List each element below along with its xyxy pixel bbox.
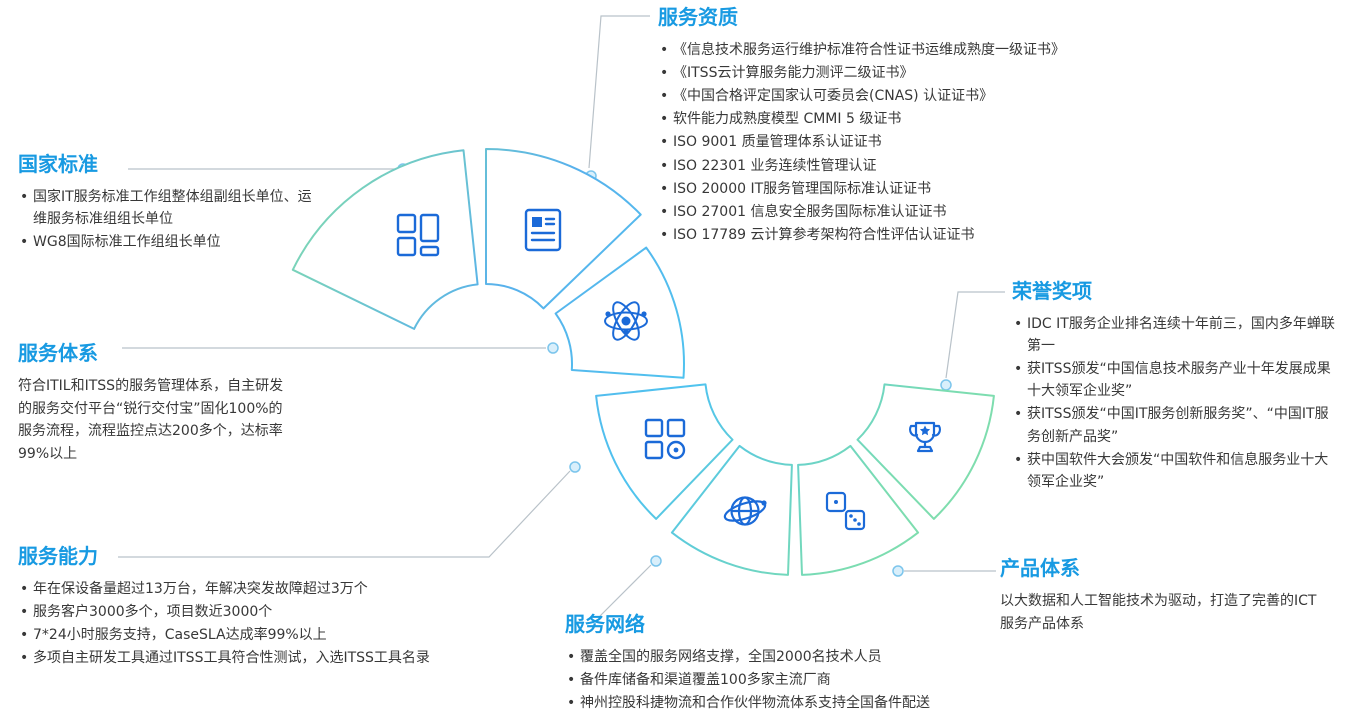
honors-list: IDC IT服务企业排名连续十年前三，国内多年蝉联第一 获ITSS颁发“中国信息… <box>1012 313 1342 493</box>
list-item: ISO 17789 云计算参考架构符合性评估认证证书 <box>658 224 1238 246</box>
ring-segment-dashboard <box>291 149 479 330</box>
globe-icon <box>723 496 767 526</box>
service-system-title: 服务体系 <box>18 341 98 365</box>
list-item: 年在保设备量超过13万台，年解决突发故障超过3万个 <box>18 578 523 600</box>
national-standards-title: 国家标准 <box>18 152 98 176</box>
national-standards-list: 国家IT服务标准工作组整体组副组长单位、运维服务标准组组长单位 WG8国际标准工… <box>18 186 323 253</box>
section-national-standards: 国家标准 国家IT服务标准工作组整体组副组长单位、运维服务标准组组长单位 WG8… <box>18 152 323 254</box>
list-item: 备件库储备和渠道覆盖100多家主流厂商 <box>565 669 965 691</box>
section-product: 产品体系 以大数据和人工智能技术为驱动，打造了完善的ICT服务产品体系 <box>1000 556 1320 635</box>
connector-dot <box>650 555 662 567</box>
dice-icon <box>825 491 866 531</box>
list-item: 获ITSS颁发“中国信息技术服务产业十年发展成果十大领军企业奖” <box>1012 358 1342 402</box>
connector-line <box>588 15 650 169</box>
connector-dot <box>892 565 904 577</box>
list-item: 7*24小时服务支持，CaseSLA达成率99%以上 <box>18 624 523 646</box>
connector-line <box>118 470 571 558</box>
connector-dot <box>547 342 559 354</box>
section-capability: 服务能力 年在保设备量超过13万台，年解决突发故障超过3万个 服务客户3000多… <box>18 544 523 670</box>
qualifications-title: 服务资质 <box>658 5 738 29</box>
list-item: 软件能力成熟度模型 CMMI 5 级证书 <box>658 108 1238 130</box>
product-text: 以大数据和人工智能技术为驱动，打造了完善的ICT服务产品体系 <box>1000 593 1317 632</box>
dashboard-icon <box>396 213 440 257</box>
section-honors: 荣誉奖项 IDC IT服务企业排名连续十年前三，国内多年蝉联第一 获ITSS颁发… <box>1012 279 1342 494</box>
trophy-icon <box>908 421 942 453</box>
connector-dot <box>569 461 581 473</box>
section-qualifications: 服务资质 《信息技术服务运行维护标准符合性证书运维成熟度一级证书》 《ITSS云… <box>658 5 1238 247</box>
network-title: 服务网络 <box>565 612 645 636</box>
list-item: ISO 20000 IT服务管理国际标准认证证书 <box>658 178 1238 200</box>
service-system-text: 符合ITIL和ITSS的服务管理体系，自主研发的服务交付平台“锐行交付宝”固化1… <box>18 378 284 463</box>
connector-dot <box>940 379 952 391</box>
capability-list: 年在保设备量超过13万台，年解决突发故障超过3万个 服务客户3000多个，项目数… <box>18 578 523 670</box>
list-item: WG8国际标准工作组组长单位 <box>18 231 323 253</box>
product-title: 产品体系 <box>1000 556 1080 580</box>
honors-title: 荣誉奖项 <box>1012 279 1092 303</box>
list-item: 服务客户3000多个，项目数近3000个 <box>18 601 523 623</box>
list-item: 《ITSS云计算服务能力测评二级证书》 <box>658 62 1238 84</box>
list-item: 获中国软件大会颁发“中国软件和信息服务业十大领军企业奖” <box>1012 449 1342 493</box>
list-item: ISO 27001 信息安全服务国际标准认证证书 <box>658 201 1238 223</box>
network-list: 覆盖全国的服务网络支撑，全国2000名技术人员 备件库储备和渠道覆盖100多家主… <box>565 646 965 714</box>
apps-icon <box>644 418 686 460</box>
list-item: 国家IT服务标准工作组整体组副组长单位、运维服务标准组组长单位 <box>18 186 323 230</box>
section-service-system: 服务体系 符合ITIL和ITSS的服务管理体系，自主研发的服务交付平台“锐行交付… <box>18 341 296 466</box>
ring-segment-apps <box>595 383 734 520</box>
document-icon <box>524 208 562 252</box>
list-item: 覆盖全国的服务网络支撑，全国2000名技术人员 <box>565 646 965 668</box>
section-network: 服务网络 覆盖全国的服务网络支撑，全国2000名技术人员 备件库储备和渠道覆盖1… <box>565 612 965 715</box>
list-item: ISO 9001 质量管理体系认证证书 <box>658 131 1238 153</box>
atom-icon <box>604 301 648 341</box>
list-item: 《信息技术服务运行维护标准符合性证书运维成熟度一级证书》 <box>658 39 1238 61</box>
qualifications-list: 《信息技术服务运行维护标准符合性证书运维成熟度一级证书》 《ITSS云计算服务能… <box>658 39 1238 246</box>
connector-line <box>599 564 652 617</box>
connector-line <box>945 291 1005 379</box>
list-item: 多项自主研发工具通过ITSS工具符合性测试，入选ITSS工具名录 <box>18 647 523 669</box>
ring-segment-document <box>485 147 642 310</box>
list-item: ISO 22301 业务连续性管理认证 <box>658 155 1238 177</box>
list-item: 获ITSS颁发“中国IT服务创新服务奖”、“中国IT服务创新产品奖” <box>1012 403 1342 447</box>
list-item: IDC IT服务企业排名连续十年前三，国内多年蝉联第一 <box>1012 313 1342 357</box>
list-item: 《中国合格评定国家认可委员会(CNAS) 认证证书》 <box>658 85 1238 107</box>
list-item: 神州控股科捷物流和合作伙伴物流体系支持全国备件配送 <box>565 692 965 714</box>
capability-title: 服务能力 <box>18 544 98 568</box>
